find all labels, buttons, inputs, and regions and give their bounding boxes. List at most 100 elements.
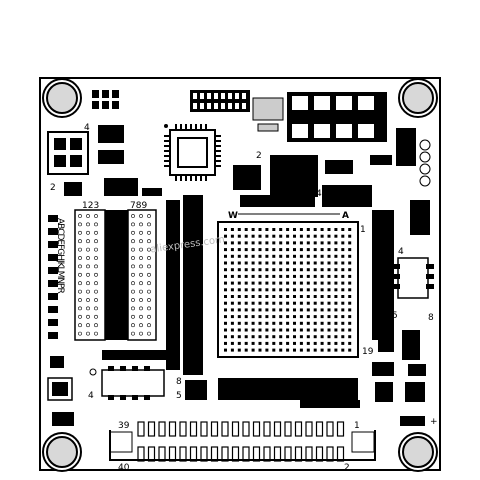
bga-ball: [299, 348, 303, 352]
bga-ball: [320, 335, 324, 339]
bga-ball: [251, 268, 255, 272]
header-dot: [78, 239, 82, 244]
connector-pin: [273, 446, 282, 462]
connector-pin: [305, 421, 313, 437]
bga-ball: [293, 288, 296, 292]
bga-ball: [306, 348, 310, 352]
bga-ball: [320, 268, 324, 272]
bga-ball: [293, 281, 296, 285]
bga-label-w: W: [228, 211, 238, 221]
connector-pin: [137, 446, 145, 462]
bga-ball: [293, 241, 296, 245]
bga-ball: [286, 234, 290, 238]
header-cols-left: 123: [82, 201, 99, 211]
bga-ball: [258, 341, 262, 345]
conn-label-40: 40: [118, 463, 130, 473]
bga-ball: [237, 301, 241, 305]
header-dot: [94, 239, 98, 244]
bga-ball: [279, 254, 283, 258]
bga-ball: [327, 261, 331, 265]
bga-ball: [244, 228, 248, 231]
header-row-letters: ABCDEFGHJKLMNPR: [55, 218, 65, 293]
bga-ball: [272, 288, 276, 292]
bga-ball: [265, 341, 269, 345]
bga-ball: [293, 301, 296, 305]
bga-ball: [230, 241, 234, 245]
bga-ball: [244, 261, 248, 265]
bga-ball: [279, 308, 283, 312]
bga-ball: [237, 335, 241, 339]
bga-ball: [237, 315, 241, 319]
bga-ball: [341, 348, 345, 352]
bga-ball: [265, 274, 269, 278]
header-dot: [86, 314, 90, 319]
bga-ball: [230, 321, 234, 325]
connector-pin: [305, 446, 313, 462]
small-ic-pin-5: 5: [176, 391, 182, 401]
bga-ball: [306, 241, 310, 245]
bga-ball: [244, 341, 248, 345]
connector-pin: [252, 446, 261, 462]
bga-ball: [272, 301, 276, 305]
bga-ball: [341, 241, 345, 245]
bga-ball: [313, 268, 317, 272]
bga-ball: [258, 241, 262, 245]
connector-pin: [294, 446, 303, 462]
header-dot: [78, 289, 82, 294]
header-dot: [147, 281, 151, 286]
bga-ball: [313, 301, 317, 305]
bga-ball: [279, 321, 283, 325]
bga-ball: [348, 281, 352, 285]
header-dot: [78, 214, 82, 218]
bga-ball: [348, 341, 352, 345]
bga-ball: [286, 341, 290, 345]
bga-ball: [313, 228, 317, 231]
left-power-connector: [47, 131, 89, 175]
header-dot: [147, 314, 151, 319]
bga-ball: [313, 295, 317, 298]
header-dot: [86, 222, 90, 227]
bga-ball: [306, 321, 310, 325]
bga-ball: [348, 308, 352, 312]
header-dot: [131, 247, 135, 252]
header-dot: [94, 314, 98, 319]
bga-ball: [251, 308, 255, 312]
connector-pin: [326, 421, 334, 437]
header-dot: [147, 264, 151, 269]
bga-ball: [313, 254, 317, 258]
bga-ball: [334, 341, 338, 345]
bga-ball: [237, 234, 241, 238]
bga-ball: [293, 268, 296, 272]
bga-ball: [286, 335, 290, 339]
bga-ball: [224, 254, 227, 258]
bga-ball: [265, 234, 269, 238]
bga-ball: [341, 288, 345, 292]
bga-ball: [265, 295, 269, 298]
pad-group-center-column: [166, 195, 203, 375]
bga-ball: [272, 308, 276, 312]
bga-ball: [327, 341, 331, 345]
connector-pin: [147, 421, 156, 437]
connector-pin: [158, 446, 166, 462]
bga-ball: [265, 248, 269, 252]
header-dot: [139, 214, 143, 218]
header-dot: [78, 222, 82, 227]
bga-ball: [230, 315, 234, 319]
header-dot: [139, 272, 143, 277]
bga-ball: [299, 295, 303, 298]
bga-ball: [327, 308, 331, 312]
bga-ball: [348, 241, 352, 245]
connector-pin: [336, 446, 345, 462]
mounting-holes: [42, 78, 438, 472]
header-dot: [147, 289, 151, 294]
bga-ball: [258, 288, 262, 292]
bga-ball: [299, 254, 303, 258]
bga-ball: [237, 268, 241, 272]
header-dot: [139, 222, 143, 227]
bga-ball: [306, 254, 310, 258]
pad-group-left-mid: [64, 125, 162, 196]
bga-ball: [265, 301, 269, 305]
bga-ball: [230, 254, 234, 258]
bga-ball: [327, 241, 331, 245]
bga-ball: [286, 228, 290, 231]
